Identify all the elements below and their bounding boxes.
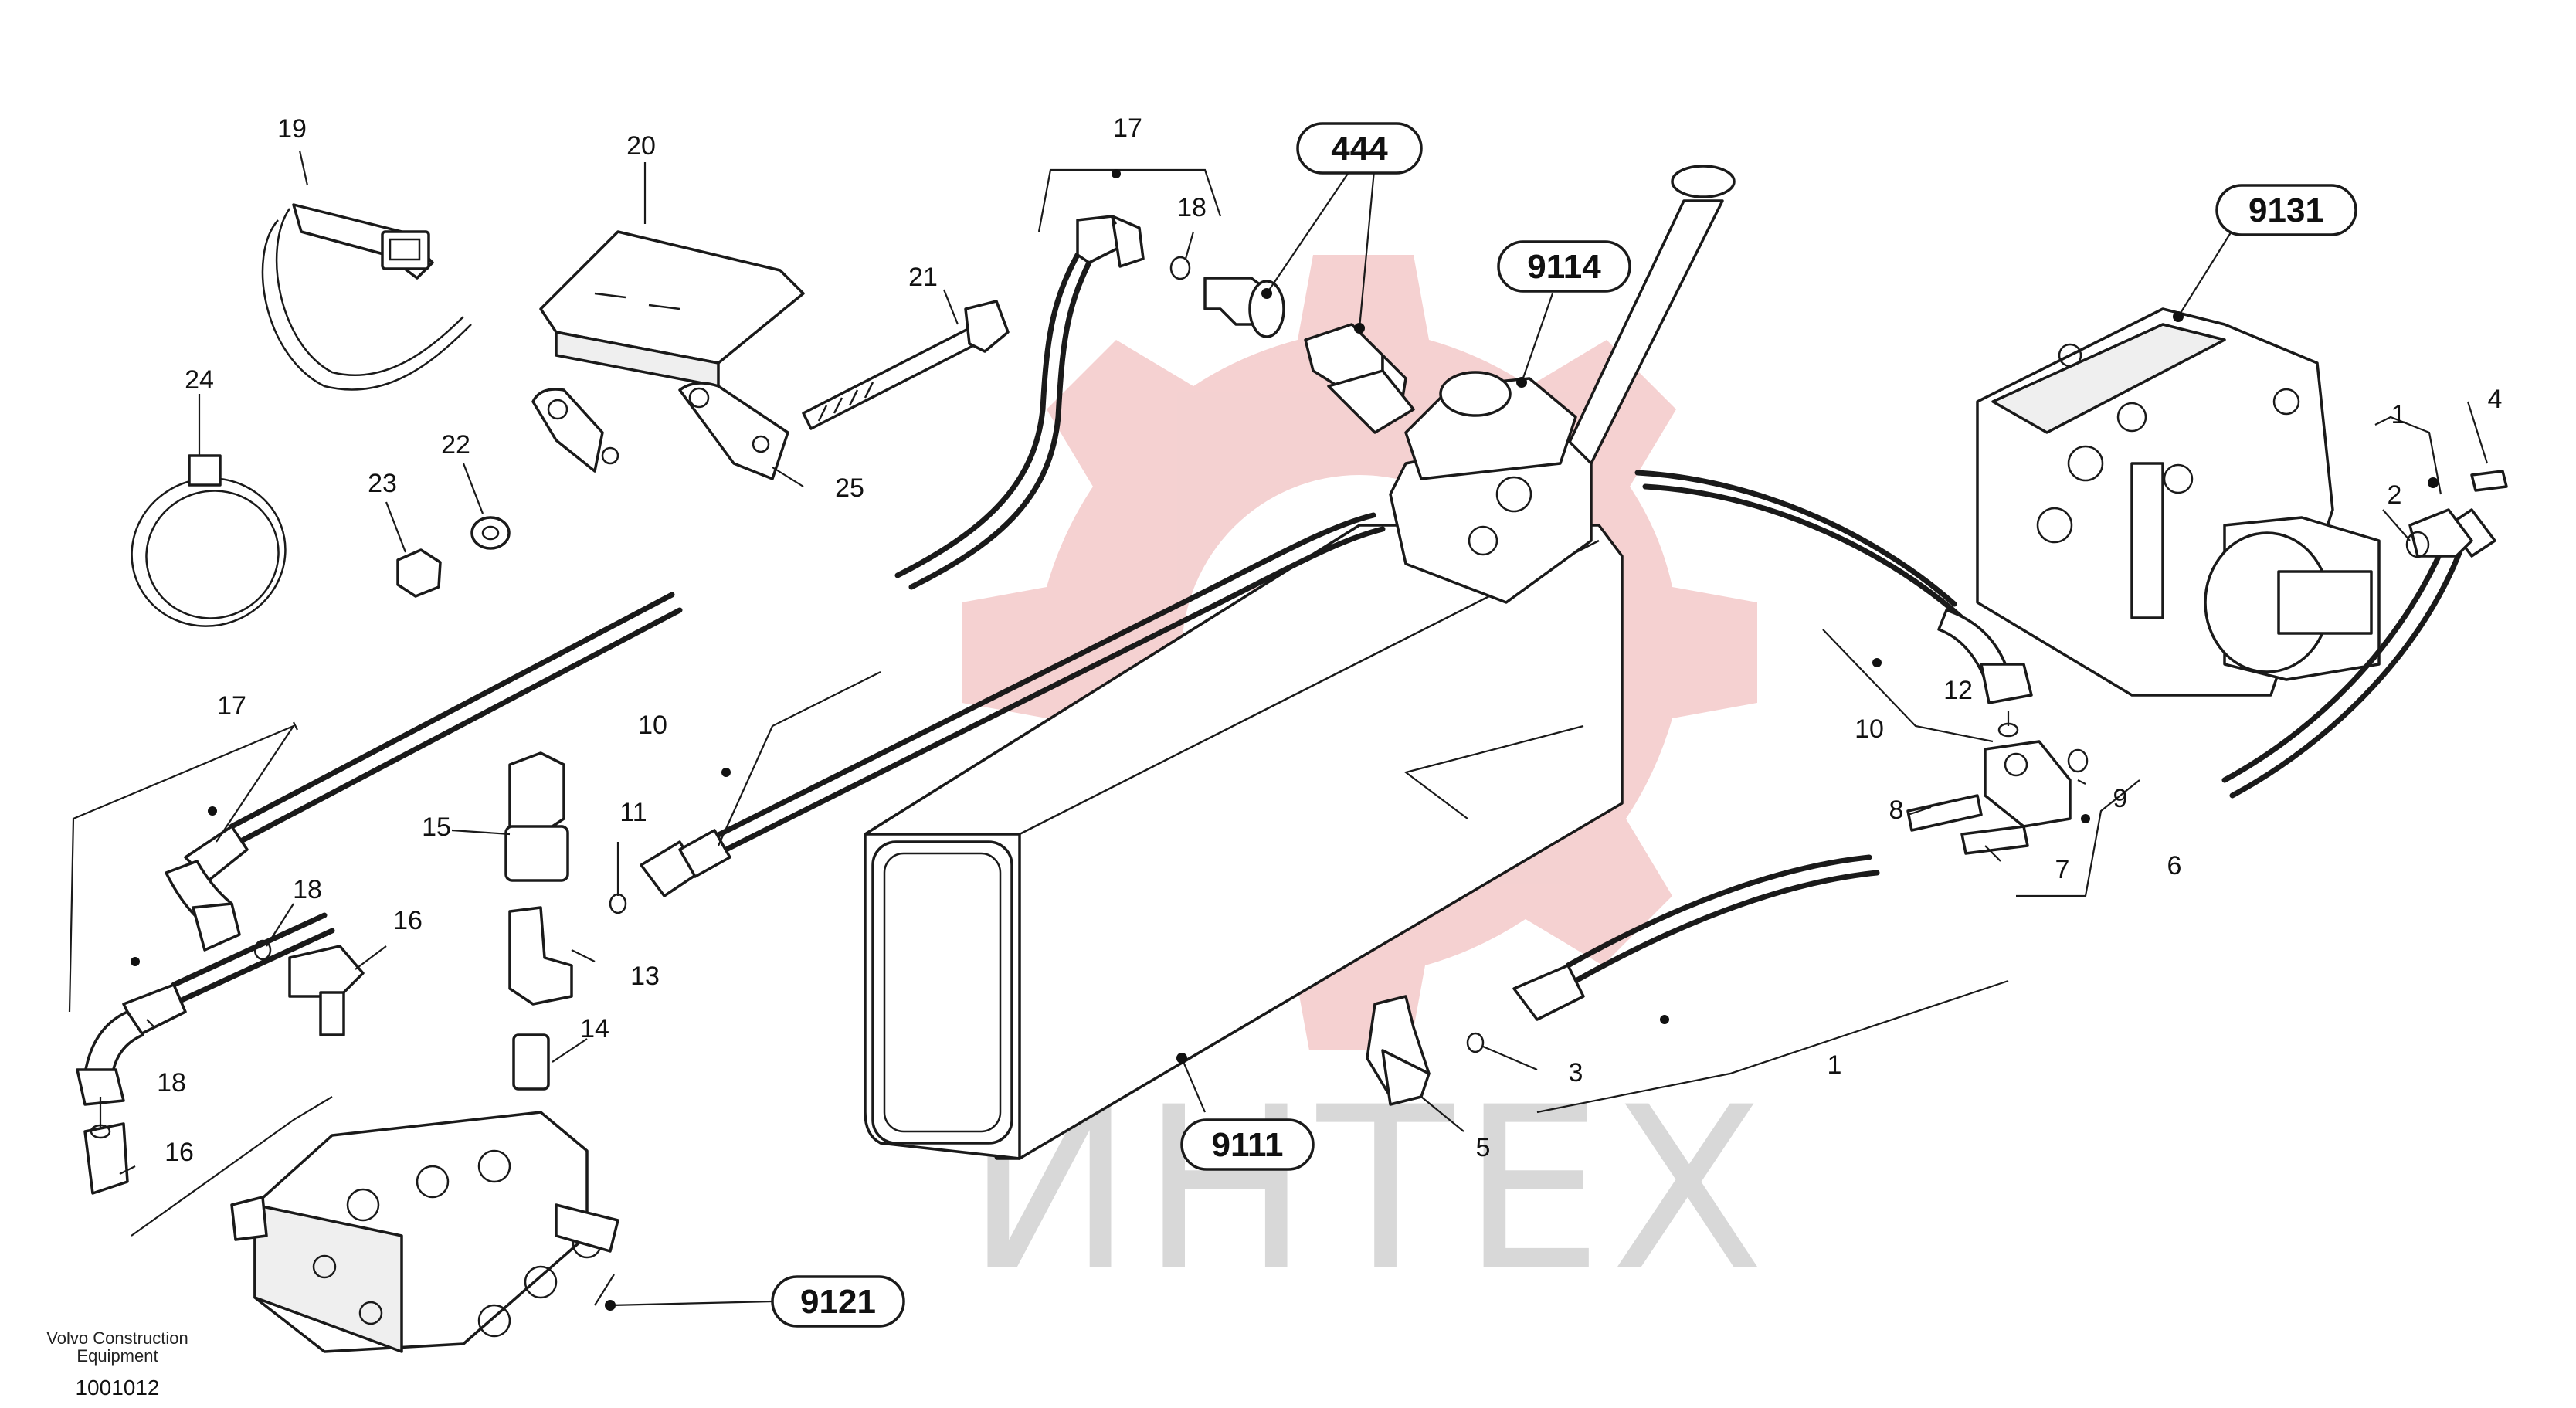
leader-dots	[131, 169, 2439, 1311]
callout-1: 1	[1828, 1050, 1842, 1080]
hose-10-middle	[640, 512, 1386, 897]
fittings-center-left	[83, 751, 627, 1195]
callout-17: 17	[1113, 114, 1142, 143]
callout-21: 21	[908, 263, 938, 292]
fitting-block-part	[1906, 722, 2089, 855]
callout-20: 20	[626, 131, 656, 161]
bracket-part	[531, 230, 805, 480]
callout-2: 2	[2388, 480, 2402, 510]
callout-5: 5	[1476, 1133, 1491, 1162]
callout-19: 19	[277, 114, 307, 144]
callout-18: 18	[293, 875, 322, 904]
callout-15: 15	[422, 813, 451, 842]
callout-8: 8	[1889, 796, 1904, 825]
hose-17-top	[894, 215, 1191, 590]
callout-1: 1	[2391, 400, 2406, 429]
ref-9111-label: 9111	[1211, 1126, 1283, 1164]
fitting-444-part	[1203, 277, 1407, 403]
hose-clamp-part	[131, 454, 287, 627]
ref-9111: 9111	[1180, 1118, 1315, 1171]
callout-10: 10	[638, 711, 667, 740]
callout-18: 18	[1177, 193, 1207, 222]
callout-16: 16	[165, 1138, 194, 1167]
callout-23: 23	[368, 469, 397, 498]
bolt-part	[802, 300, 1010, 430]
ref-9121: 9121	[771, 1275, 905, 1328]
callout-4: 4	[2488, 385, 2503, 414]
callout-14: 14	[580, 1014, 609, 1043]
callout-11: 11	[619, 798, 647, 827]
drawing-number: 1001012	[75, 1376, 159, 1400]
hose-10-right	[1634, 470, 2033, 704]
strap-band-part	[261, 203, 472, 391]
callout-22: 22	[441, 430, 470, 460]
callout-9: 9	[2113, 784, 2128, 813]
callout-12: 12	[1943, 676, 1973, 705]
brand-line-1: Volvo Construction	[46, 1328, 188, 1348]
callout-numbers: 1 1 2 3 4 5 6 7 8 9 10 10 11 12 13 14 15…	[157, 114, 2502, 1167]
control-valve-part	[230, 1111, 619, 1353]
ref-9114: 9114	[1497, 240, 1631, 293]
callout-13: 13	[630, 962, 660, 991]
callout-25: 25	[835, 473, 864, 503]
callout-17: 17	[217, 691, 246, 721]
ref-9121-label: 9121	[800, 1283, 876, 1321]
callout-3: 3	[1569, 1058, 1583, 1087]
callout-24: 24	[185, 365, 214, 395]
ref-444: 444	[1296, 122, 1423, 175]
hose-17-left	[165, 592, 683, 952]
washer-part	[470, 516, 511, 550]
ref-9131: 9131	[2215, 184, 2357, 236]
footer: Volvo Construction Equipment 1001012	[46, 1328, 188, 1400]
filter-head-part	[1327, 369, 1593, 604]
ref-9114-label: 9114	[1527, 248, 1601, 286]
nut-part	[396, 548, 442, 598]
hose-1-bottom	[1366, 854, 1880, 1106]
hose-left-lower	[76, 912, 335, 1106]
callout-7: 7	[2055, 855, 2070, 884]
callout-10: 10	[1855, 714, 1884, 744]
brand-line-2: Equipment	[76, 1346, 158, 1366]
ref-444-label: 444	[1331, 130, 1388, 168]
callout-6: 6	[2167, 851, 2182, 880]
hydraulic-pump-part	[1976, 307, 2381, 697]
leader-lines	[68, 150, 2489, 1307]
callout-18: 18	[157, 1068, 186, 1098]
ref-9131-label: 9131	[2248, 192, 2324, 229]
hose-1-right	[2221, 470, 2508, 799]
callout-16: 16	[393, 906, 423, 935]
